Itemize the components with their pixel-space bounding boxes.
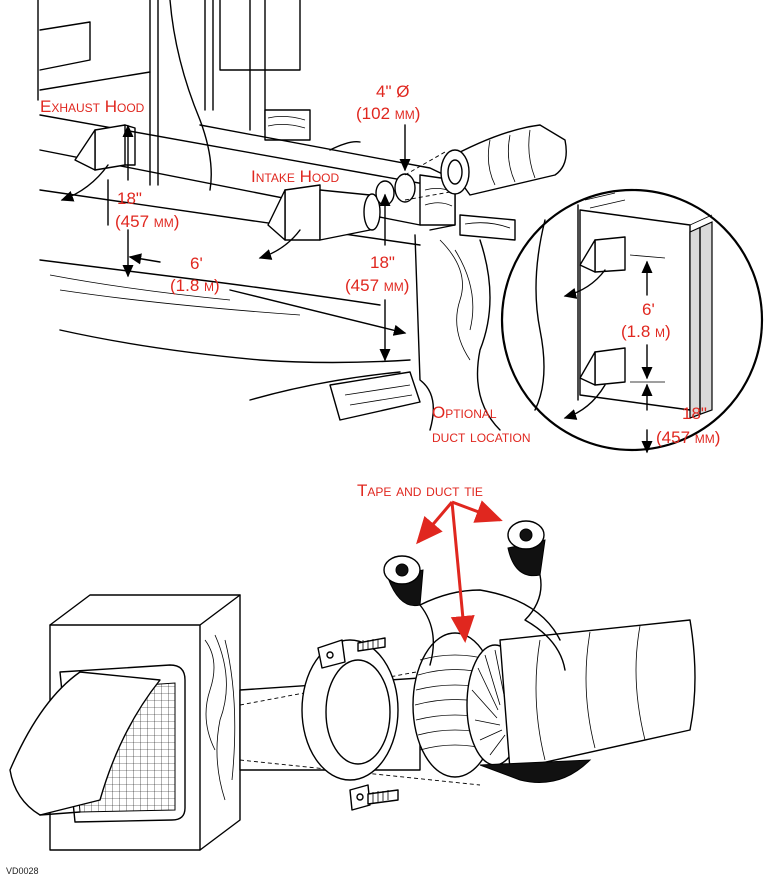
inset-detail-circle bbox=[500, 188, 764, 454]
intake-hood-label: Intake Hood bbox=[251, 167, 340, 186]
inset-six-foot-metric: (1.8 m) bbox=[621, 322, 671, 341]
intake-hood-drawing bbox=[258, 124, 567, 260]
left-457-mm: (457 mm) bbox=[115, 212, 180, 231]
tape-and-duct-tie-label: Tape and duct tie bbox=[357, 481, 483, 500]
six-foot-metric: (1.8 m) bbox=[170, 276, 220, 295]
mid-457-mm: (457 mm) bbox=[345, 276, 410, 295]
six-foot-label: 6' bbox=[190, 254, 203, 273]
flexible-duct bbox=[419, 589, 696, 783]
inset-457-mm: (457 mm) bbox=[656, 428, 721, 447]
inset-six-foot: 6' bbox=[642, 300, 655, 319]
inset-18-inch: 18" bbox=[682, 404, 707, 423]
wall-block bbox=[9, 594, 241, 851]
top-dimension-lines bbox=[107, 124, 411, 362]
duct-tie-rings bbox=[383, 520, 566, 671]
collar-flange bbox=[301, 637, 399, 811]
optional-label-line1: Optional bbox=[432, 403, 497, 422]
exhaust-hood-drawing bbox=[60, 124, 136, 202]
figure-code: VD0028 bbox=[6, 866, 39, 876]
mid-18-inch: 18" bbox=[370, 253, 395, 272]
tape-callout-arrows bbox=[416, 500, 503, 643]
duct-diameter-mm: (102 mm) bbox=[356, 104, 421, 123]
optional-label-line2: duct location bbox=[432, 427, 531, 446]
exhaust-hood-label: Exhaust Hood bbox=[40, 97, 145, 116]
left-18-inch: 18" bbox=[117, 189, 142, 208]
duct-diameter-inches: 4" Ø bbox=[376, 82, 410, 101]
